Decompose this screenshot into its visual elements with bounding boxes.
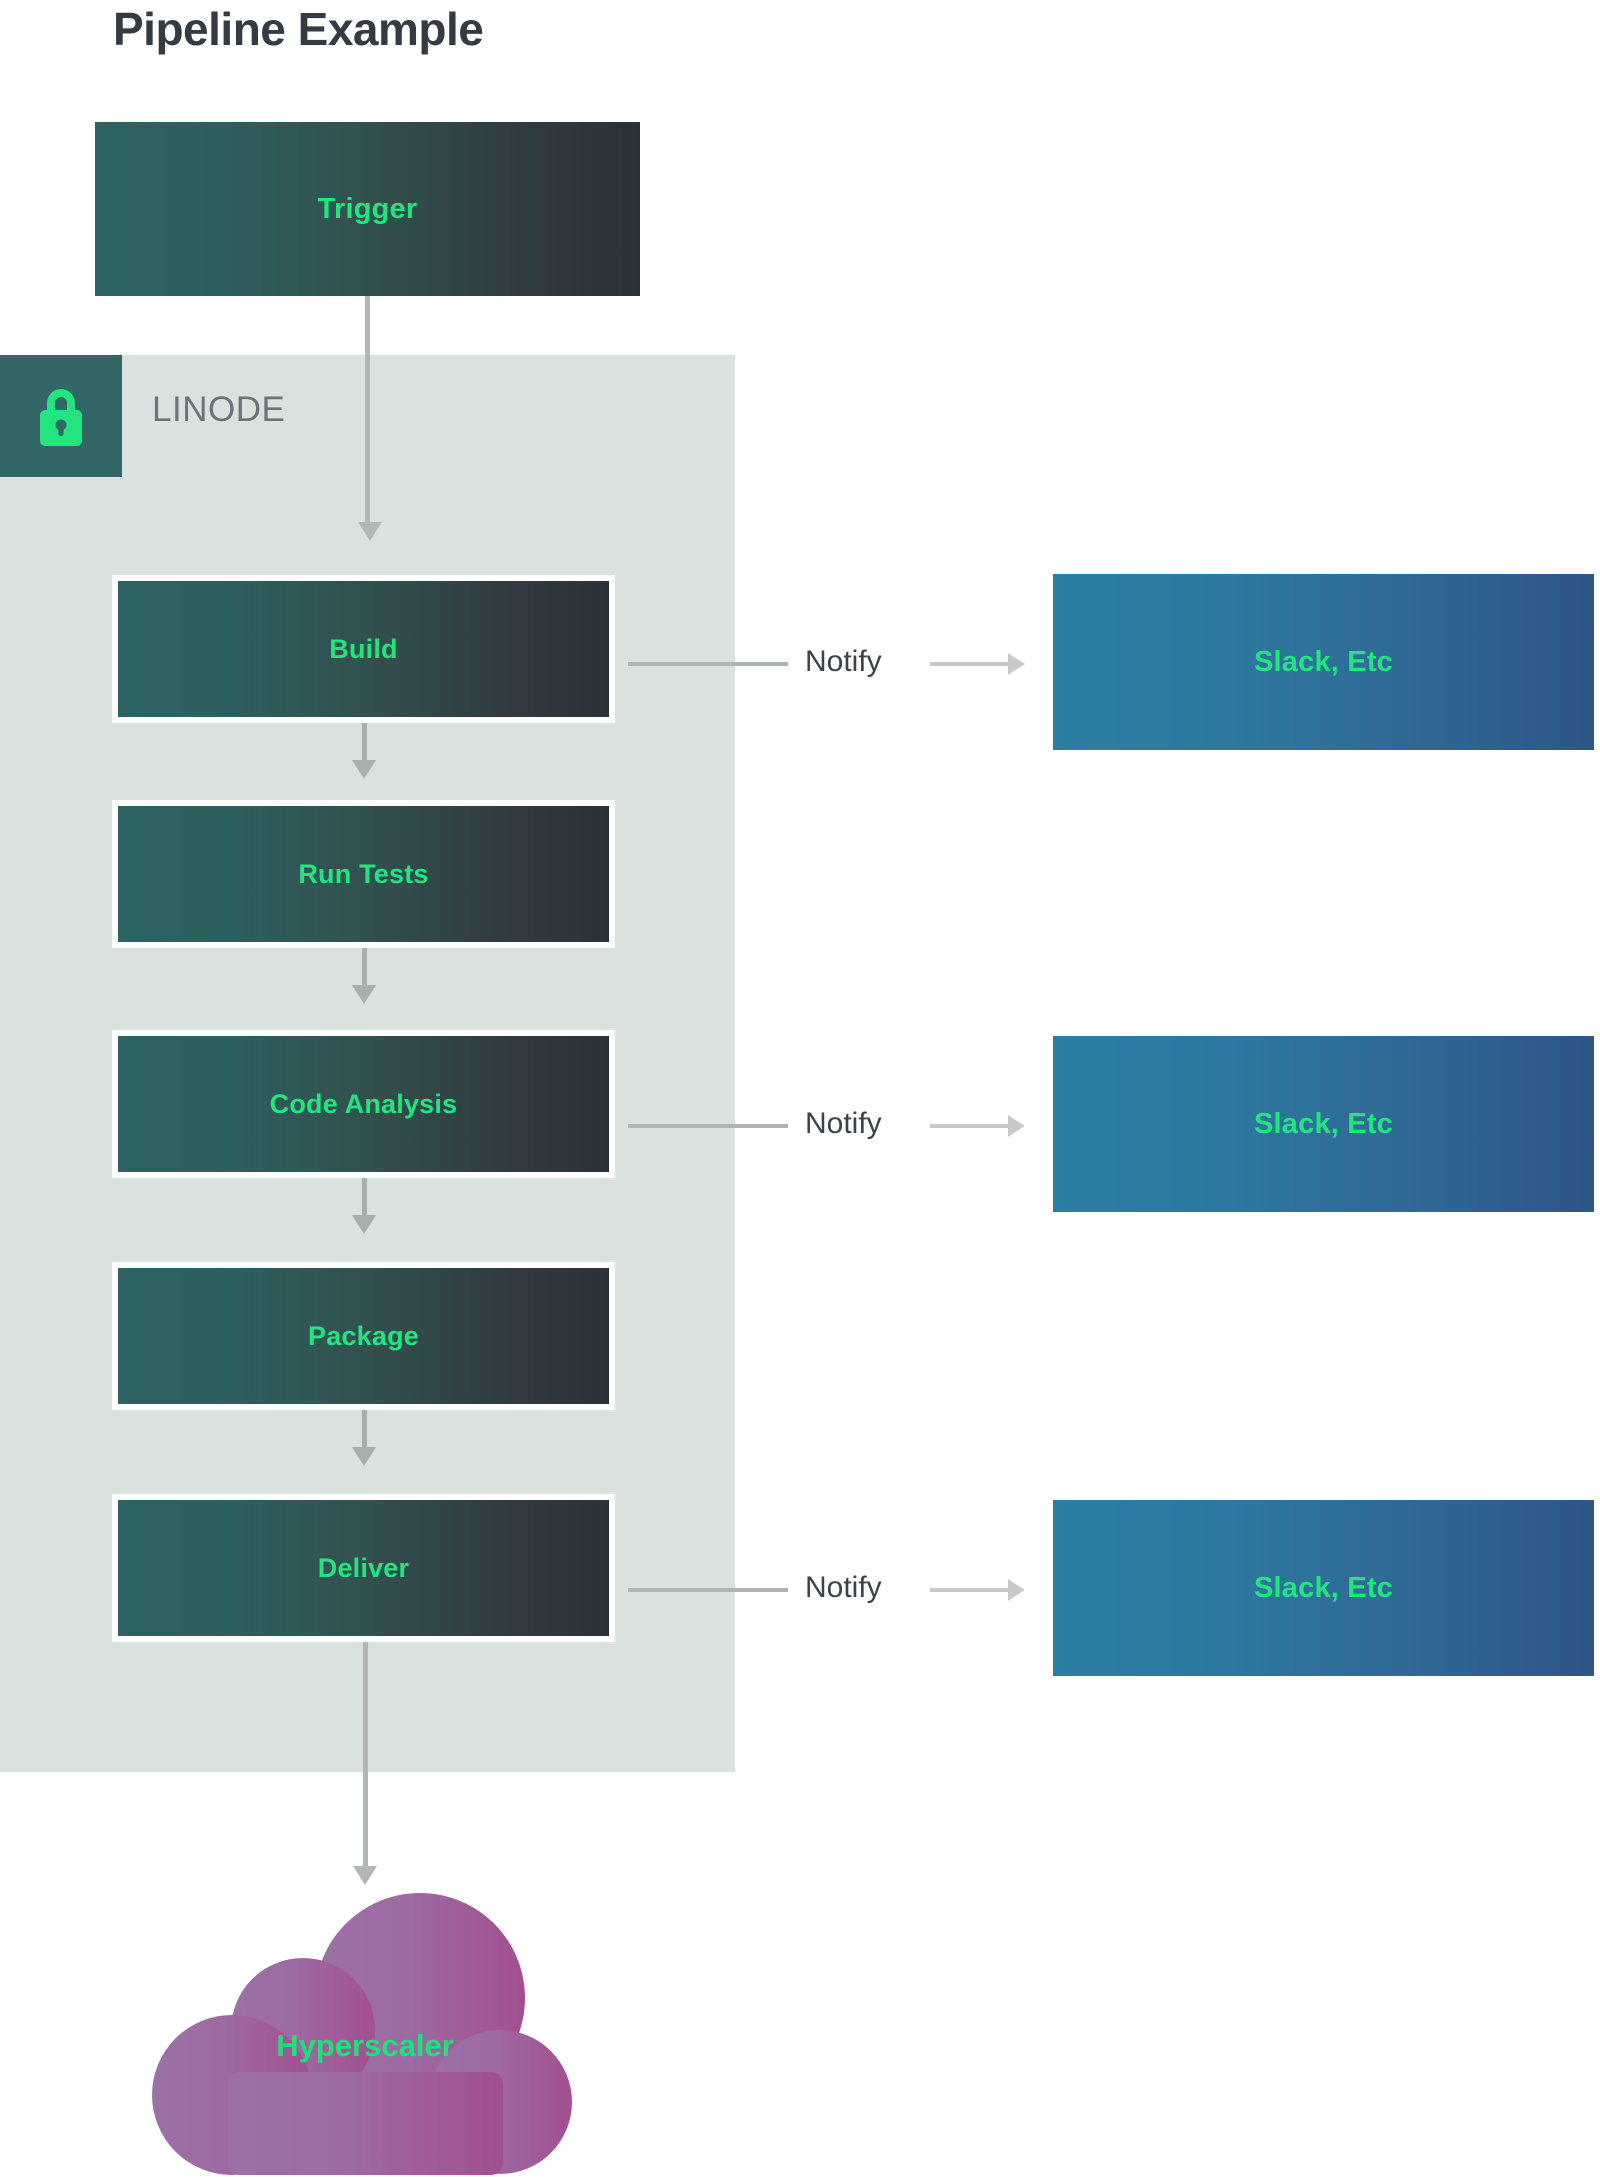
node-hyperscaler[interactable]: Hyperscaler	[140, 1890, 590, 2177]
connector-build-runtests	[362, 723, 367, 767]
lock-icon	[40, 389, 82, 446]
node-code-analysis[interactable]: Code Analysis	[112, 1030, 615, 1178]
notify-edge-3-line	[628, 1588, 788, 1592]
connector-trigger-build-arrowhead	[358, 522, 382, 541]
node-build[interactable]: Build	[112, 575, 615, 723]
notify-edge-1-line-b	[930, 662, 1008, 666]
cloud-shape	[152, 1893, 572, 2175]
node-deliver-label: Deliver	[317, 1552, 410, 1583]
page-title: Pipeline Example	[113, 3, 484, 55]
zone-linode-label: LINODE	[152, 390, 286, 429]
connector-runtests-codeanalysis	[362, 948, 367, 992]
node-hyperscaler-label: Hyperscaler	[276, 2028, 454, 2063]
connector-package-deliver-arrowhead	[352, 1447, 376, 1466]
zone-linode-badge	[0, 355, 122, 477]
notify-edge-1-line	[628, 662, 788, 666]
node-slack-3[interactable]: Slack, Etc	[1053, 1500, 1594, 1676]
notify-edge-2-line-b	[930, 1124, 1008, 1128]
notify-edge-2-line	[628, 1124, 788, 1128]
node-slack-3-label: Slack, Etc	[1253, 1571, 1394, 1604]
connector-build-runtests-arrowhead	[352, 760, 376, 779]
node-run-tests[interactable]: Run Tests	[112, 800, 615, 948]
node-slack-2[interactable]: Slack, Etc	[1053, 1036, 1594, 1212]
notify-edge-3-arrowhead	[1008, 1579, 1025, 1601]
notify-edge-2-label: Notify	[805, 1107, 882, 1140]
node-run-tests-label: Run Tests	[298, 858, 429, 889]
node-package-label: Package	[308, 1320, 419, 1351]
node-build-label: Build	[329, 633, 398, 664]
node-slack-1-label: Slack, Etc	[1253, 645, 1394, 678]
connector-deliver-cloud	[363, 1642, 368, 1868]
node-slack-1[interactable]: Slack, Etc	[1053, 574, 1594, 750]
node-code-analysis-label: Code Analysis	[269, 1088, 458, 1119]
notify-edge-2-arrowhead	[1008, 1115, 1025, 1137]
notify-edge-3-label: Notify	[805, 1571, 882, 1604]
connector-runtests-codeanalysis-arrowhead	[352, 985, 376, 1004]
node-trigger[interactable]: Trigger	[95, 122, 640, 296]
node-slack-2-label: Slack, Etc	[1253, 1107, 1394, 1140]
notify-edge-3-line-b	[930, 1588, 1008, 1592]
node-trigger-label: Trigger	[317, 192, 418, 225]
connector-deliver-cloud-arrowhead	[353, 1866, 377, 1885]
connector-codeanalysis-package-arrowhead	[352, 1215, 376, 1234]
node-deliver[interactable]: Deliver	[112, 1494, 615, 1642]
connector-package-deliver	[362, 1410, 367, 1454]
notify-edge-1-arrowhead	[1008, 653, 1025, 675]
node-package[interactable]: Package	[112, 1262, 615, 1410]
connector-codeanalysis-package	[362, 1178, 367, 1222]
connector-trigger-build	[365, 296, 370, 522]
notify-edge-1-label: Notify	[805, 645, 882, 678]
